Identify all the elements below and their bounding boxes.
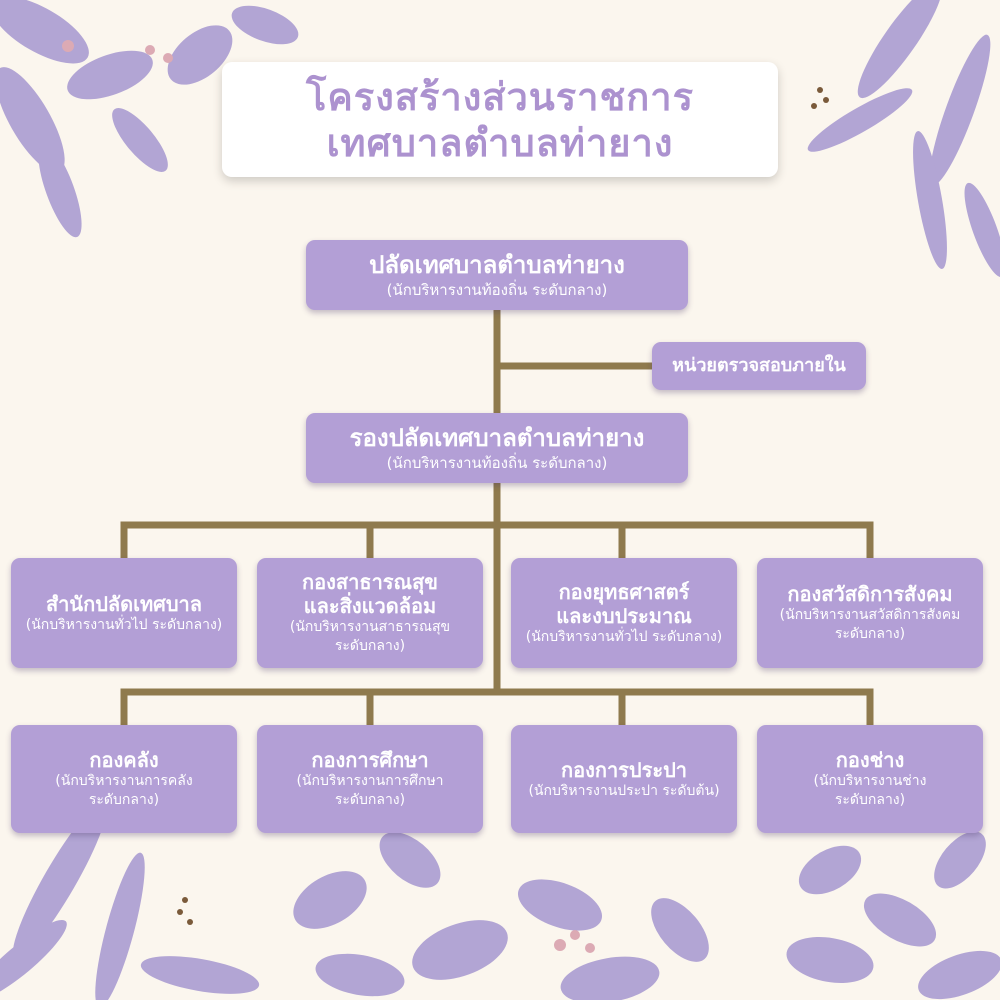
dept-box-health: กองสาธารณสุข และสิ่งแวดล้อม (นักบริหารงา… bbox=[257, 558, 483, 668]
audit-box: หน่วยตรวจสอบภายใน bbox=[652, 342, 866, 390]
chief-subtitle: (นักบริหารงานท้องถิ่น ระดับกลาง) bbox=[386, 281, 608, 299]
deputy-title: รองปลัดเทศบาลตำบลท่ายาง bbox=[349, 424, 645, 452]
dept-title: กองการศึกษา bbox=[311, 748, 429, 772]
dept-title: กองสาธารณสุข และสิ่งแวดล้อม bbox=[302, 570, 438, 618]
dept-subtitle: (นักบริหารงานสาธารณสุข ระดับกลาง) bbox=[289, 619, 451, 654]
title-line-2: เทศบาลตำบลท่ายาง bbox=[326, 120, 674, 165]
dept-subtitle: (นักบริหารงานช่าง ระดับกลาง) bbox=[813, 773, 927, 808]
dept-subtitle: (นักบริหารงานทั่วไป ระดับกลาง) bbox=[525, 628, 723, 645]
title-line-1: โครงสร้างส่วนราชการ bbox=[305, 74, 695, 119]
dept-subtitle: (นักบริหารงานสวัสดิการสังคม ระดับกลาง) bbox=[779, 607, 961, 642]
audit-title: หน่วยตรวจสอบภายใน bbox=[672, 355, 846, 376]
dept-title: สำนักปลัดเทศบาล bbox=[45, 591, 203, 616]
dept-subtitle: (นักบริหารงานประปา ระดับต้น) bbox=[528, 782, 720, 799]
dept-subtitle: (นักบริหารงานทั่วไป ระดับกลาง) bbox=[25, 616, 223, 633]
dept-title: กองคลัง bbox=[89, 748, 159, 772]
chief-box: ปลัดเทศบาลตำบลท่ายาง (นักบริหารงานท้องถิ… bbox=[306, 240, 688, 310]
dept-box-education: กองการศึกษา (นักบริหารงานการศึกษา ระดับก… bbox=[257, 725, 483, 833]
dept-title: กองช่าง bbox=[835, 748, 905, 772]
dept-box-strategy: กองยุทธศาสตร์ และงบประมาณ (นักบริหารงานท… bbox=[511, 558, 737, 668]
dept-subtitle: (นักบริหารงานการศึกษา ระดับกลาง) bbox=[296, 773, 444, 808]
title-card: โครงสร้างส่วนราชการ เทศบาลตำบลท่ายาง bbox=[222, 62, 778, 177]
chief-title: ปลัดเทศบาลตำบลท่ายาง bbox=[369, 251, 625, 279]
dept-box-engineering: กองช่าง (นักบริหารงานช่าง ระดับกลาง) bbox=[757, 725, 983, 833]
dept-title: กองการประปา bbox=[560, 757, 688, 782]
dept-box-waterworks: กองการประปา (นักบริหารงานประปา ระดับต้น) bbox=[511, 725, 737, 833]
deputy-box: รองปลัดเทศบาลตำบลท่ายาง (นักบริหารงานท้อ… bbox=[306, 413, 688, 483]
deputy-subtitle: (นักบริหารงานท้องถิ่น ระดับกลาง) bbox=[386, 454, 608, 472]
dept-box-office: สำนักปลัดเทศบาล (นักบริหารงานทั่วไป ระดั… bbox=[11, 558, 237, 668]
dept-title: กองสวัสดิการสังคม bbox=[787, 582, 953, 606]
dept-box-finance: กองคลัง (นักบริหารงานการคลัง ระดับกลาง) bbox=[11, 725, 237, 833]
dept-title: กองยุทธศาสตร์ และงบประมาณ bbox=[556, 579, 692, 628]
dept-subtitle: (นักบริหารงานการคลัง ระดับกลาง) bbox=[55, 773, 193, 808]
dept-box-welfare: กองสวัสดิการสังคม (นักบริหารงานสวัสดิการ… bbox=[757, 558, 983, 668]
